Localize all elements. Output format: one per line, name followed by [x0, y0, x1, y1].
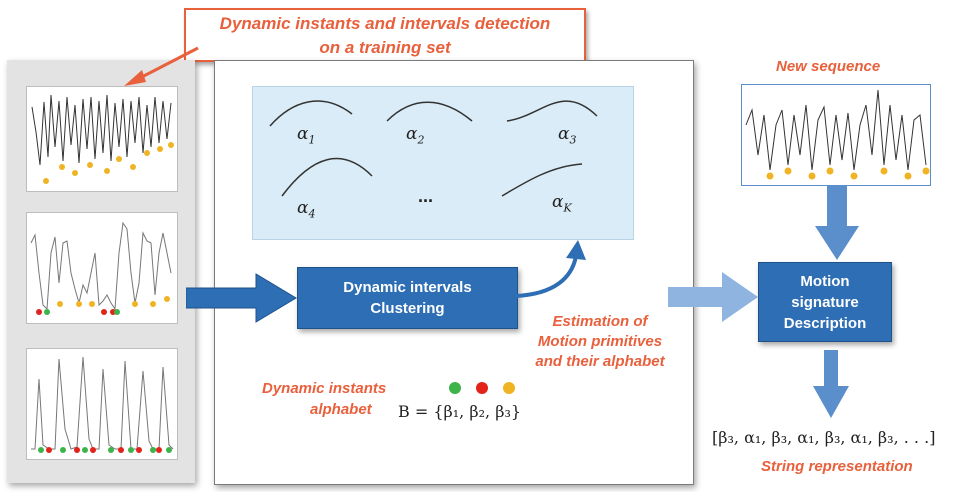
primitive-curve-a4 [281, 157, 373, 197]
new-sequence-plot [741, 84, 931, 186]
callout-arrow [124, 46, 199, 86]
motion-primitives-area [252, 86, 634, 240]
primitive-curves [269, 100, 598, 197]
clustering-line-1: Dynamic intervals [343, 279, 472, 296]
training-signal-plot-2 [26, 212, 178, 324]
string-label: String representation [761, 458, 913, 475]
callout-line-2: on a training set [319, 38, 451, 57]
instants-label: Dynamic instants alphabet [262, 380, 387, 418]
alphabet-formula: B = {β₁, β₂, β₃} [398, 402, 522, 421]
instant-dot-red [476, 382, 488, 394]
primitive-curve-a3 [506, 100, 598, 122]
primitive-curve-a1 [269, 100, 353, 127]
callout-box: Dynamic instants and intervals detection… [184, 8, 586, 62]
training-signal-plot-1 [26, 86, 178, 192]
primitive-label-a3: α3 [558, 124, 577, 147]
arrow-signature-to-string [813, 350, 849, 418]
primitive-curve-aK [501, 163, 583, 197]
primitive-curve-a2 [386, 101, 473, 122]
clustering-box: Dynamic intervals Clustering [297, 267, 518, 329]
arrow-sequence-to-signature [815, 186, 859, 260]
primitive-label-a1: α1 [297, 124, 316, 147]
clustering-line-2: Clustering [370, 300, 445, 317]
instant-dot-yellow [503, 382, 515, 394]
callout-line-1: Dynamic instants and intervals detection [219, 14, 551, 33]
primitive-label-a4: α4 [297, 198, 316, 221]
arrow-to-clustering [186, 273, 297, 323]
primitive-ellipsis: ... [418, 186, 434, 206]
primitive-label-aK: αK [552, 192, 572, 215]
instant-dot-green [449, 382, 461, 394]
estimation-label: Estimation of Motion primitives and thei… [535, 313, 665, 370]
new-sequence-label: New sequence [776, 58, 881, 75]
string-formula: [β₃, α₁, β₃, α₁, β₃, α₁, β₃, . . .] [712, 428, 936, 447]
primitive-label-a2: α2 [406, 124, 425, 147]
curved-arrow-to-primitives [515, 240, 586, 298]
training-signal-plot-3 [26, 348, 178, 460]
signature-box: Motion signature Description [758, 262, 892, 342]
arrow-to-signature [668, 272, 758, 322]
